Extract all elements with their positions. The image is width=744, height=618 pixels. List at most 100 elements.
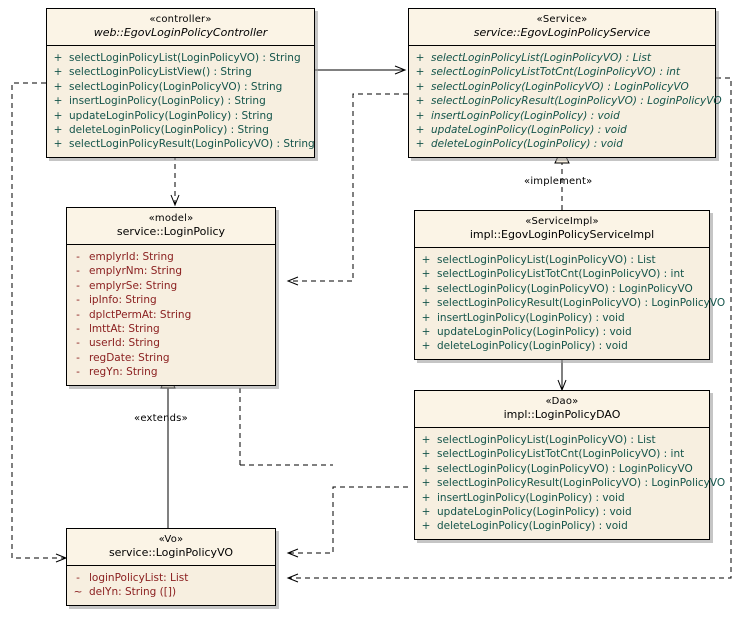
class-name-model: service::LoginPolicy: [116, 225, 226, 238]
member-row: - regYn: String: [67, 365, 275, 379]
class-header-dao: «Dao» impl::LoginPolicyDAO: [415, 391, 709, 428]
visibility-marker: -: [76, 251, 80, 263]
member-signature: lmttAt: String: [89, 323, 160, 336]
member-signature: insertLoginPolicy(LoginPolicy) : String: [69, 95, 266, 108]
visibility-marker: +: [421, 477, 431, 490]
edge-dependency-into-model-bottom: [235, 373, 333, 466]
member-row: + selectLoginPolicyListTotCnt(LoginPolic…: [415, 267, 709, 281]
class-box-model[interactable]: «model» service::LoginPolicy - emplyrId:…: [66, 207, 276, 386]
class-members-service: + selectLoginPolicyList(LoginPolicyVO) :…: [409, 46, 722, 157]
class-box-vo[interactable]: «Vo» service::LoginPolicyVO - loginPolic…: [66, 528, 276, 606]
member-signature: delYn: String ([]): [89, 586, 177, 599]
class-members-serviceimpl: + selectLoginPolicyList(LoginPolicyVO) :…: [415, 248, 726, 359]
member-signature: dplctPermAt: String: [89, 308, 192, 321]
member-signature: selectLoginPolicyListTotCnt(LoginPolicyV…: [437, 268, 685, 281]
class-header-vo: «Vo» service::LoginPolicyVO: [67, 529, 275, 566]
visibility-marker: +: [421, 282, 431, 295]
member-signature: insertLoginPolicy(LoginPolicy) : void: [437, 311, 625, 324]
member-signature: deleteLoginPolicy(LoginPolicy) : void: [437, 340, 628, 353]
class-box-controller[interactable]: «controller» web::EgovLoginPolicyControl…: [46, 8, 315, 158]
member-row: + selectLoginPolicyListTotCnt(LoginPolic…: [409, 65, 715, 79]
visibility-marker: +: [53, 52, 63, 64]
visibility-marker: +: [415, 95, 425, 108]
member-row: + insertLoginPolicy(LoginPolicy) : void: [409, 109, 715, 123]
member-signature: userId: String: [89, 337, 160, 350]
visibility-marker: -: [76, 308, 80, 321]
member-row: + insertLoginPolicy(LoginPolicy) : void: [415, 311, 709, 325]
visibility-marker: +: [421, 297, 431, 310]
class-name-controller: web::EgovLoginPolicyController: [93, 26, 268, 39]
visibility-marker: +: [53, 109, 63, 122]
visibility-marker: +: [421, 520, 431, 533]
edge-label-implement: «implement»: [524, 176, 593, 187]
member-signature: loginPolicyList: List: [89, 572, 189, 584]
visibility-marker: +: [415, 66, 425, 79]
visibility-marker: -: [76, 351, 80, 364]
member-row: + selectLoginPolicy(LoginPolicyVO) : Log…: [415, 282, 709, 296]
member-row: + selectLoginPolicyListTotCnt(LoginPolic…: [415, 447, 709, 461]
visibility-marker: +: [421, 326, 431, 339]
class-name-serviceimpl: impl::EgovLoginPolicyServiceImpl: [469, 228, 655, 241]
visibility-marker: +: [421, 448, 431, 461]
member-signature: ipInfo: String: [89, 294, 157, 307]
member-signature: regDate: String: [89, 351, 170, 364]
member-signature: deleteLoginPolicy(LoginPolicy) : void: [437, 520, 628, 533]
visibility-marker: +: [421, 506, 431, 519]
member-signature: emplyrId: String: [89, 251, 174, 263]
member-row: + selectLoginPolicyResult(LoginPolicyVO)…: [409, 94, 722, 108]
class-box-service[interactable]: «Service» service::EgovLoginPolicyServic…: [408, 8, 722, 158]
member-signature: selectLoginPolicy(LoginPolicyVO) : Login…: [437, 462, 693, 475]
member-row: + selectLoginPolicyListView() : String: [47, 65, 314, 79]
member-signature: selectLoginPolicy(LoginPolicyVO) : Strin…: [69, 80, 283, 93]
visibility-marker: +: [415, 52, 425, 64]
visibility-marker: -: [76, 366, 80, 379]
member-row: + selectLoginPolicy(LoginPolicyVO) : Log…: [409, 80, 715, 94]
visibility-marker: +: [421, 491, 431, 504]
member-signature: selectLoginPolicyList(LoginPolicyVO) : L…: [431, 52, 651, 64]
member-row: - loginPolicyList: List: [67, 571, 275, 585]
member-signature: updateLoginPolicy(LoginPolicy) : void: [431, 124, 627, 137]
class-members-dao: + selectLoginPolicyList(LoginPolicyVO) :…: [415, 428, 725, 539]
member-row: + selectLoginPolicyList(LoginPolicyVO) :…: [415, 253, 709, 267]
class-box-dao[interactable]: «Dao» impl::LoginPolicyDAO + selectLogin…: [414, 390, 725, 540]
member-signature: selectLoginPolicy(LoginPolicyVO) : Login…: [437, 282, 693, 295]
visibility-marker: ~: [73, 586, 83, 599]
stereotype-service: «Service»: [536, 14, 588, 25]
member-row: + selectLoginPolicy(LoginPolicyVO) : Log…: [415, 462, 709, 476]
member-signature: updateLoginPolicy(LoginPolicy) : String: [69, 109, 273, 122]
visibility-marker: +: [415, 138, 425, 151]
class-box-serviceimpl[interactable]: «ServiceImpl» impl::EgovLoginPolicyServi…: [414, 210, 726, 360]
member-signature: selectLoginPolicyListView() : String: [69, 66, 252, 79]
member-row: + selectLoginPolicyResult(LoginPolicyVO)…: [415, 296, 726, 310]
member-signature: emplyrNm: String: [89, 265, 183, 278]
member-row: + selectLoginPolicyList(LoginPolicyVO) :…: [409, 51, 715, 65]
member-signature: selectLoginPolicyList(LoginPolicyVO) : L…: [437, 434, 656, 446]
stereotype-dao: «Dao»: [545, 396, 579, 407]
member-signature: insertLoginPolicy(LoginPolicy) : void: [437, 491, 625, 504]
member-row: - userId: String: [67, 336, 275, 350]
member-row: - emplyrNm: String: [67, 264, 275, 278]
visibility-marker: +: [53, 95, 63, 108]
edge-vo-extends-model: [160, 370, 176, 528]
member-signature: deleteLoginPolicy(LoginPolicy) : void: [431, 138, 623, 151]
member-signature: selectLoginPolicyResult(LoginPolicyVO) :…: [431, 95, 722, 108]
stereotype-controller: «controller»: [149, 14, 212, 25]
edge-dao-to-vo: [286, 486, 408, 558]
member-row: + updateLoginPolicy(LoginPolicy) : void: [409, 123, 715, 137]
visibility-marker: -: [76, 572, 80, 584]
member-signature: regYn: String: [89, 366, 158, 379]
visibility-marker: -: [76, 265, 80, 278]
visibility-marker: +: [53, 138, 63, 151]
member-row: + deleteLoginPolicy(LoginPolicy) : void: [409, 137, 715, 151]
class-members-vo: - loginPolicyList: List ~ delYn: String …: [67, 566, 275, 605]
visibility-marker: +: [53, 80, 63, 93]
visibility-marker: +: [415, 109, 425, 122]
member-signature: selectLoginPolicyResult(LoginPolicyVO) :…: [437, 297, 726, 310]
member-row: + deleteLoginPolicy(LoginPolicy) : void: [415, 519, 709, 533]
class-members-controller: + selectLoginPolicyList(LoginPolicyVO) :…: [47, 46, 315, 157]
member-row: ~ delYn: String ([]): [67, 585, 275, 599]
member-row: + updateLoginPolicy(LoginPolicy) : void: [415, 325, 709, 339]
member-row: + deleteLoginPolicy(LoginPolicy) : Strin…: [47, 123, 314, 137]
class-name-dao: impl::LoginPolicyDAO: [503, 408, 621, 421]
